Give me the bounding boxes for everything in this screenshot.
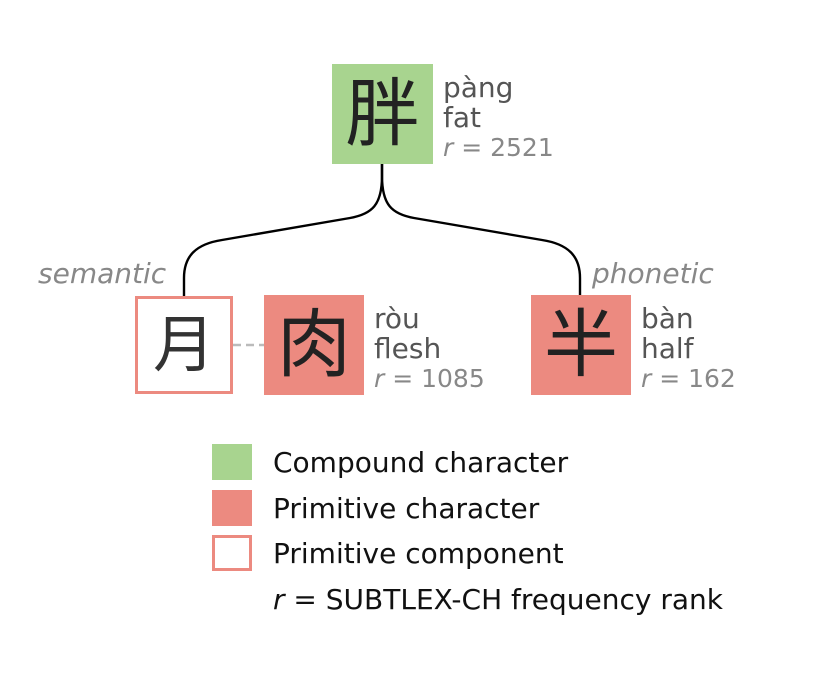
semantic-info: ròu flesh r = 1085 xyxy=(374,304,485,394)
rank-swatch-spacer xyxy=(212,581,252,617)
connector-to-semantic xyxy=(182,164,384,296)
legend-item-compound: Compound character xyxy=(212,444,568,480)
semantic-character-box: 肉 xyxy=(264,295,364,395)
semantic-pinyin: ròu xyxy=(374,302,420,335)
semantic-meaning: flesh xyxy=(374,332,442,365)
connector-to-phonetic xyxy=(380,164,582,296)
compound-character-box: 胖 xyxy=(332,64,433,164)
rank-symbol: r xyxy=(374,364,385,393)
compound-rank: r = 2521 xyxy=(443,133,554,163)
legend-label: Primitive character xyxy=(273,491,540,525)
compound-character: 胖 xyxy=(345,71,420,157)
rank-description: = SUBTLEX-CH frequency rank xyxy=(284,582,724,616)
semantic-role-label: semantic xyxy=(38,257,167,290)
phonetic-rank: r = 162 xyxy=(641,364,736,394)
phonetic-meaning: half xyxy=(641,332,694,365)
legend-item-rank: r = SUBTLEX-CH frequency rank xyxy=(212,581,723,617)
rank-value: = 1085 xyxy=(384,364,485,393)
phonetic-character-box: 半 xyxy=(531,295,631,395)
phonetic-role-label: phonetic xyxy=(592,257,714,290)
compound-pinyin: pàng xyxy=(443,71,514,104)
phonetic-pinyin: bàn xyxy=(641,302,694,335)
legend-label: Compound character xyxy=(273,445,569,479)
semantic-character: 肉 xyxy=(277,302,351,388)
semantic-component-box: 月 xyxy=(135,296,233,394)
semantic-component-character: 月 xyxy=(152,308,215,381)
semantic-rank: r = 1085 xyxy=(374,364,485,394)
rank-symbol: r xyxy=(443,133,454,162)
phonetic-info: bàn half r = 162 xyxy=(641,304,736,394)
rank-symbol: r xyxy=(641,364,652,393)
compound-meaning: fat xyxy=(443,101,481,134)
compound-swatch xyxy=(212,444,252,480)
legend-item-primitive: Primitive character xyxy=(212,490,539,526)
legend-label: Primitive component xyxy=(273,536,564,570)
rank-value: = 2521 xyxy=(453,133,554,162)
rank-symbol: r xyxy=(273,582,285,616)
component-swatch xyxy=(212,535,252,571)
rank-value: = 162 xyxy=(651,364,736,393)
legend-item-component: Primitive component xyxy=(212,535,564,571)
phonetic-character: 半 xyxy=(544,302,618,388)
compound-info: pàng fat r = 2521 xyxy=(443,73,554,163)
legend-label: r = SUBTLEX-CH frequency rank xyxy=(273,583,723,616)
primitive-swatch xyxy=(212,490,252,526)
